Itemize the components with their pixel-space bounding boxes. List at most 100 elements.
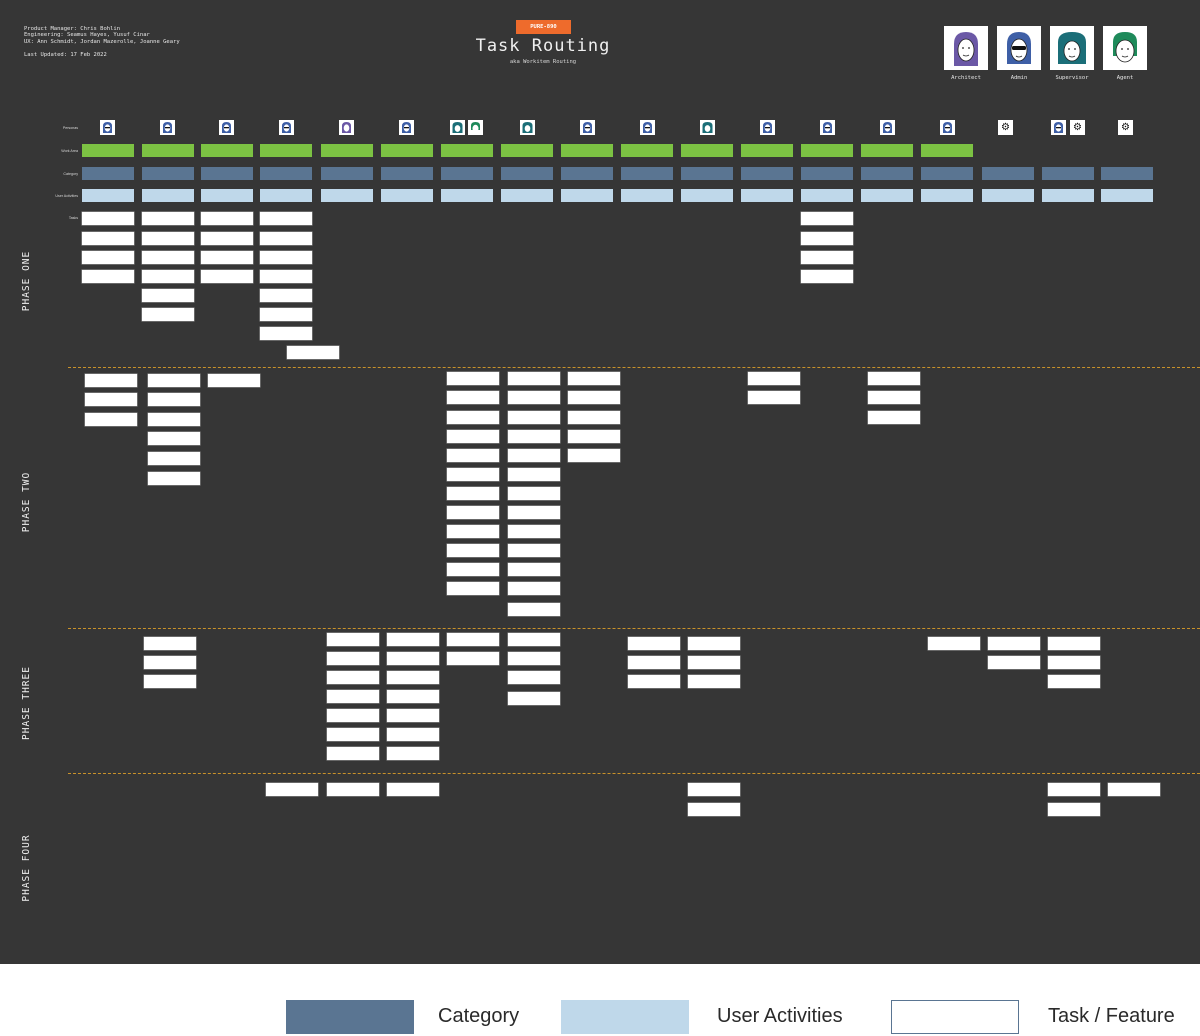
task-card[interactable] — [387, 709, 439, 722]
task-card[interactable] — [82, 232, 134, 245]
task-card[interactable] — [868, 411, 920, 424]
user-activity-card[interactable] — [142, 189, 194, 202]
task-card[interactable] — [988, 637, 1040, 650]
category-card[interactable] — [260, 167, 312, 180]
work-area-card[interactable] — [801, 144, 853, 157]
task-card[interactable] — [508, 506, 560, 519]
user-activity-card[interactable] — [621, 189, 673, 202]
task-card[interactable] — [568, 430, 620, 443]
category-card[interactable] — [681, 167, 733, 180]
category-card[interactable] — [861, 167, 913, 180]
task-card[interactable] — [447, 506, 499, 519]
task-card[interactable] — [447, 372, 499, 385]
category-card[interactable] — [1101, 167, 1153, 180]
task-card[interactable] — [447, 582, 499, 595]
task-card[interactable] — [447, 544, 499, 557]
task-card[interactable] — [201, 270, 253, 283]
user-activity-card[interactable] — [921, 189, 973, 202]
task-card[interactable] — [327, 633, 379, 646]
work-area-card[interactable] — [260, 144, 312, 157]
category-card[interactable] — [921, 167, 973, 180]
task-card[interactable] — [1048, 637, 1100, 650]
work-area-card[interactable] — [82, 144, 134, 157]
task-card[interactable] — [387, 783, 439, 796]
task-card[interactable] — [260, 212, 312, 225]
task-card[interactable] — [508, 525, 560, 538]
task-card[interactable] — [327, 652, 379, 665]
task-card[interactable] — [447, 411, 499, 424]
task-card[interactable] — [260, 308, 312, 321]
user-activity-card[interactable] — [201, 189, 253, 202]
task-card[interactable] — [1048, 656, 1100, 669]
task-card[interactable] — [628, 675, 680, 688]
task-card[interactable] — [387, 690, 439, 703]
user-activity-card[interactable] — [982, 189, 1034, 202]
task-card[interactable] — [508, 449, 560, 462]
task-card[interactable] — [142, 289, 194, 302]
category-card[interactable] — [321, 167, 373, 180]
task-card[interactable] — [144, 675, 196, 688]
task-card[interactable] — [82, 270, 134, 283]
user-activity-card[interactable] — [801, 189, 853, 202]
task-card[interactable] — [748, 372, 800, 385]
task-card[interactable] — [144, 656, 196, 669]
category-card[interactable] — [381, 167, 433, 180]
task-card[interactable] — [387, 652, 439, 665]
task-card[interactable] — [801, 212, 853, 225]
user-activity-card[interactable] — [82, 189, 134, 202]
task-card[interactable] — [868, 391, 920, 404]
task-card[interactable] — [148, 413, 200, 426]
task-card[interactable] — [201, 232, 253, 245]
user-activity-card[interactable] — [741, 189, 793, 202]
task-card[interactable] — [508, 391, 560, 404]
task-card[interactable] — [508, 603, 560, 616]
task-card[interactable] — [688, 783, 740, 796]
task-card[interactable] — [260, 232, 312, 245]
user-activity-card[interactable] — [260, 189, 312, 202]
task-card[interactable] — [508, 652, 560, 665]
category-card[interactable] — [982, 167, 1034, 180]
task-card[interactable] — [85, 413, 137, 426]
task-card[interactable] — [447, 563, 499, 576]
task-card[interactable] — [148, 472, 200, 485]
task-card[interactable] — [508, 671, 560, 684]
task-card[interactable] — [447, 652, 499, 665]
task-card[interactable] — [144, 637, 196, 650]
task-card[interactable] — [688, 675, 740, 688]
category-card[interactable] — [801, 167, 853, 180]
task-card[interactable] — [801, 232, 853, 245]
task-card[interactable] — [201, 212, 253, 225]
work-area-card[interactable] — [381, 144, 433, 157]
category-card[interactable] — [142, 167, 194, 180]
task-card[interactable] — [1048, 803, 1100, 816]
work-area-card[interactable] — [501, 144, 553, 157]
task-card[interactable] — [508, 430, 560, 443]
task-card[interactable] — [801, 270, 853, 283]
task-card[interactable] — [82, 212, 134, 225]
task-card[interactable] — [447, 633, 499, 646]
task-card[interactable] — [327, 709, 379, 722]
task-card[interactable] — [508, 582, 560, 595]
task-card[interactable] — [327, 747, 379, 760]
work-area-card[interactable] — [201, 144, 253, 157]
task-card[interactable] — [508, 563, 560, 576]
task-card[interactable] — [142, 212, 194, 225]
task-card[interactable] — [327, 783, 379, 796]
task-card[interactable] — [142, 232, 194, 245]
task-card[interactable] — [688, 803, 740, 816]
task-card[interactable] — [447, 468, 499, 481]
task-card[interactable] — [1048, 783, 1100, 796]
category-card[interactable] — [441, 167, 493, 180]
work-area-card[interactable] — [741, 144, 793, 157]
category-card[interactable] — [561, 167, 613, 180]
work-area-card[interactable] — [321, 144, 373, 157]
task-card[interactable] — [508, 411, 560, 424]
task-card[interactable] — [628, 656, 680, 669]
task-card[interactable] — [148, 374, 200, 387]
task-card[interactable] — [508, 372, 560, 385]
task-card[interactable] — [387, 728, 439, 741]
task-card[interactable] — [868, 372, 920, 385]
task-card[interactable] — [148, 393, 200, 406]
task-card[interactable] — [387, 671, 439, 684]
task-card[interactable] — [801, 251, 853, 264]
